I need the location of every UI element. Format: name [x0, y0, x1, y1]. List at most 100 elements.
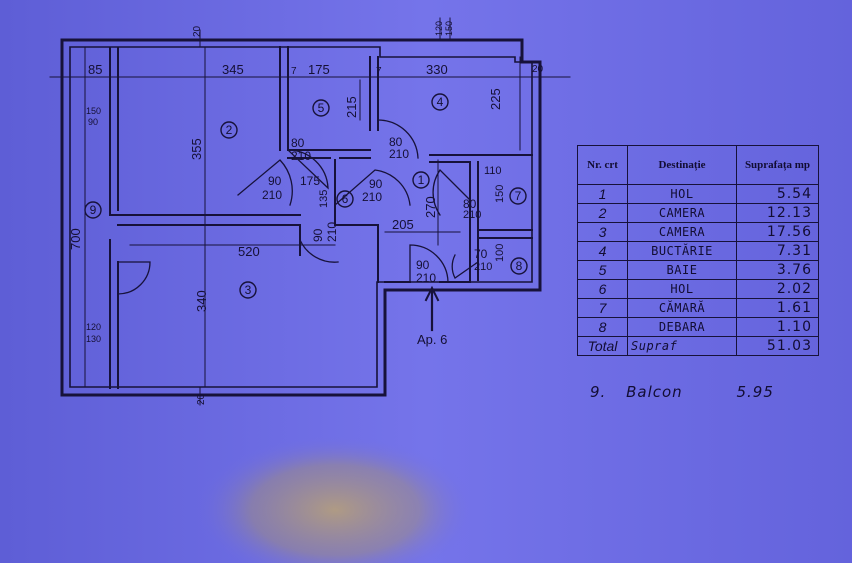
room-1-marker — [412, 171, 430, 189]
door-width: 80 — [291, 136, 305, 150]
balcony-nr: 9. — [590, 383, 607, 401]
room-9-marker — [84, 201, 102, 219]
entrance-label: Ap. 6 — [417, 332, 447, 347]
balcony-name: Balcon — [626, 383, 683, 401]
dimension-label: 20 — [532, 64, 544, 75]
dimension-label: 7 — [291, 66, 297, 77]
row-destination: HOL — [627, 184, 737, 204]
dimension-label: 20 — [192, 25, 203, 37]
dimension-label: 270 — [423, 196, 438, 218]
header-destination: Destinație — [627, 145, 737, 185]
dimension-label: 150 — [494, 185, 506, 203]
row-area: 1.10 — [735, 317, 820, 337]
door-height: 210 — [325, 222, 339, 242]
dimension-label: 130 — [86, 334, 101, 344]
paper-stain — [195, 435, 475, 563]
row-nr: 5 — [577, 260, 628, 280]
row-destination: CĂMARĂ — [627, 298, 737, 318]
total-label: Total — [577, 336, 628, 356]
row-nr: 1 — [577, 184, 628, 204]
door-width: 90 — [311, 228, 325, 242]
table-row: 2 CAMERA 12.13 — [577, 203, 820, 223]
door-height: 210 — [474, 261, 492, 273]
room-number: 7 — [515, 189, 522, 203]
dimension-label: 85 — [88, 62, 102, 77]
door-height: 210 — [262, 188, 282, 202]
table-row: 1 HOL 5.54 — [577, 184, 820, 204]
dimension-label: 175 — [308, 62, 330, 77]
row-area: 17.56 — [735, 222, 820, 242]
dimension-label: 330 — [426, 62, 448, 77]
dimension-label: 120 — [86, 322, 101, 332]
dimension-label: 100 — [494, 244, 506, 262]
dimension-label: 355 — [189, 138, 204, 160]
row-destination: DEBARA — [627, 317, 737, 337]
dimension-label: 225 — [488, 88, 503, 110]
room-number: 6 — [342, 192, 349, 206]
dimension-label: 135 — [318, 190, 330, 208]
door-height: 210 — [463, 209, 481, 221]
room-2-marker — [220, 121, 238, 139]
room-6-marker — [336, 190, 354, 208]
row-nr: 2 — [577, 203, 628, 223]
table-row: 4 BUCTĂRIE 7.31 — [577, 241, 820, 261]
row-destination: BAIE — [627, 260, 737, 280]
dimension-label: 340 — [194, 290, 209, 312]
balcony-door — [117, 261, 151, 295]
dimension-label: 7 — [376, 66, 382, 77]
room-number: 9 — [90, 203, 97, 217]
dimension-label: 20 — [196, 393, 207, 405]
room-number: 4 — [437, 95, 444, 109]
dimension-label: 175 — [300, 174, 320, 188]
area-table: Nr. crt Destinație Suprafața mp 1 HOL 5.… — [577, 145, 820, 356]
dimension-label: 205 — [392, 217, 414, 232]
door-height: 210 — [389, 147, 409, 161]
table-row: 6 HOL 2.02 — [577, 279, 820, 299]
row-destination: BUCTĂRIE — [627, 241, 737, 261]
room-number: 8 — [516, 259, 523, 273]
row-destination: HOL — [627, 279, 737, 299]
total-value: 51.03 — [735, 336, 820, 356]
room-4-marker — [431, 93, 449, 111]
room-number: 1 — [418, 173, 425, 187]
row-area: 2.02 — [735, 279, 820, 299]
row-destination: CAMERA — [627, 203, 737, 223]
room-7-marker — [509, 187, 527, 205]
dimension-label: 700 — [68, 228, 83, 250]
row-area: 3.76 — [735, 260, 820, 280]
dimension-label: 520 — [238, 244, 260, 259]
room-number: 5 — [318, 101, 325, 115]
door-width: 90 — [369, 177, 383, 191]
door-width: 80 — [389, 135, 403, 149]
door-height: 210 — [291, 149, 311, 163]
row-nr: 7 — [577, 298, 628, 318]
room-number: 3 — [245, 283, 252, 297]
dimension-label: 150 — [86, 106, 101, 116]
door-width: 90 — [416, 258, 430, 272]
room-8-marker — [510, 257, 528, 275]
table-row: 3 CAMERA 17.56 — [577, 222, 820, 242]
row-area: 12.13 — [735, 203, 820, 223]
header-area: Suprafața mp — [735, 145, 820, 185]
pantry-walls — [469, 161, 533, 281]
dimension-label: 215 — [344, 96, 359, 118]
balcony-area: 5.95 — [736, 383, 774, 401]
wall-room2-room5 — [279, 46, 289, 151]
table-row: 7 CĂMARĂ 1.61 — [577, 298, 820, 318]
table-row: 5 BAIE 3.76 — [577, 260, 820, 280]
room-number: 2 — [226, 123, 233, 137]
row-area: 1.61 — [735, 298, 820, 318]
row-area: 7.31 — [735, 241, 820, 261]
table-row: 8 DEBARA 1.10 — [577, 317, 820, 337]
door-width: 70 — [474, 247, 488, 261]
door-width: 90 — [268, 174, 282, 188]
outer-wall — [60, 38, 542, 397]
row-area: 5.54 — [735, 184, 820, 204]
balcony-wall — [109, 47, 119, 216]
balcony-line: 9. Balcon 5.95 — [590, 383, 774, 401]
room-5-marker — [312, 99, 330, 117]
door-width: 80 — [463, 197, 477, 211]
row-nr: 8 — [577, 317, 628, 337]
door-height: 210 — [362, 190, 382, 204]
